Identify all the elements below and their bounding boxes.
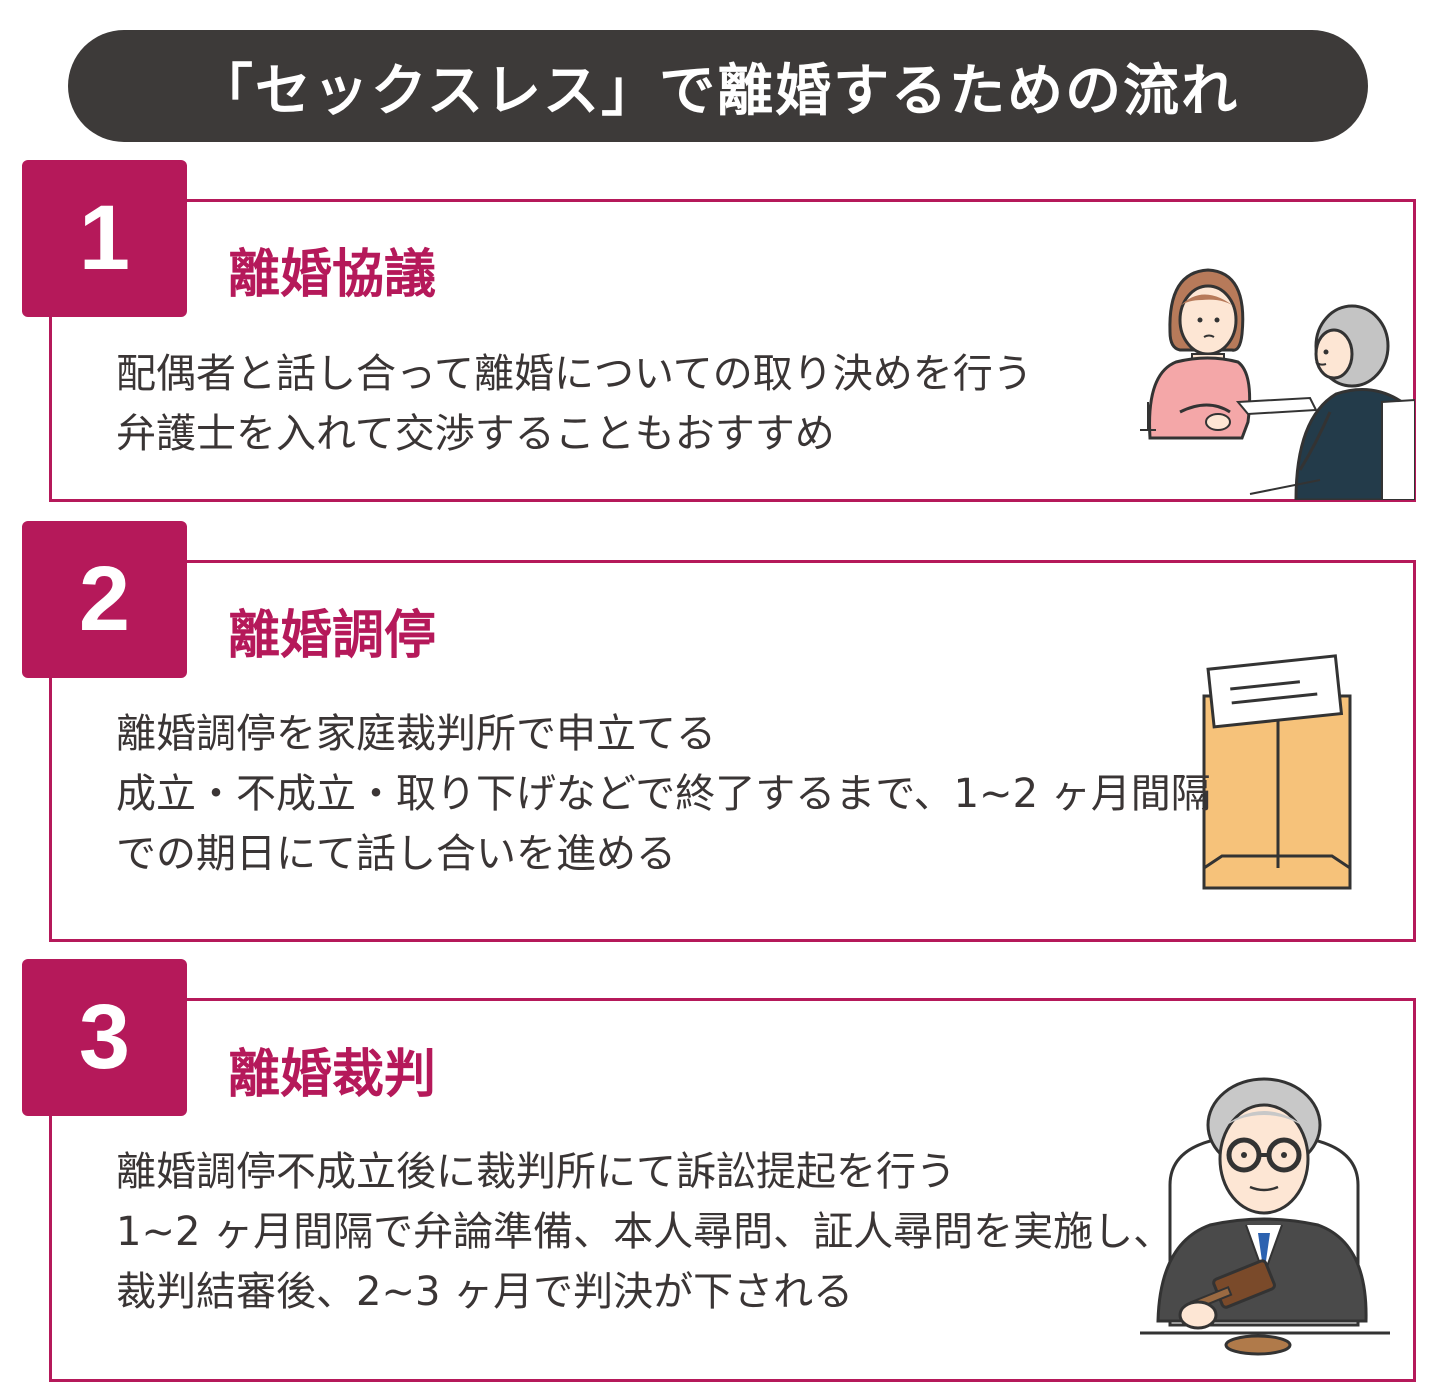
step-3-number-badge: 3 [22,959,187,1116]
step-2-line-2: 成立・不成立・取り下げなどで終了するまで、1~2 ヶ月間隔 [116,771,1211,817]
step-2-description: 離婚調停を家庭裁判所で申立てる 成立・不成立・取り下げなどで終了するまで、1~2… [116,704,1211,884]
step-2-number: 2 [78,548,131,650]
flow-title: 「セックスレス」で離婚するための流れ [196,58,1240,124]
step-1-number-badge: 1 [22,160,187,317]
step-2-heading: 離婚調停 [228,606,437,666]
step-3-line-1: 離婚調停不成立後に裁判所にて訴訟提起を行う [116,1149,956,1195]
step-1-heading: 離婚協議 [228,245,437,305]
judge-gavel-illustration [1140,1077,1390,1356]
step-3-line-2: 1~2 ヶ月間隔で弁論準備、本人尋問、証人尋問を実施し、 [116,1209,1174,1255]
envelope-document-illustration [1202,654,1352,890]
step-2-box [49,560,1416,942]
step-3-number: 3 [78,986,131,1088]
step-1-line-2: 弁護士を入れて交渉することもおすすめ [116,411,835,457]
step-1-line-1: 配偶者と話し合って離婚についての取り決めを行う [116,351,1033,397]
step-3-description: 離婚調停不成立後に裁判所にて訴訟提起を行う 1~2 ヶ月間隔で弁論準備、本人尋問… [116,1142,1173,1322]
step-1-number: 1 [78,187,131,289]
step-2-line-3: での期日にて話し合いを進める [116,831,676,877]
step-1-description: 配偶者と話し合って離婚についての取り決めを行う 弁護士を入れて交渉することもおす… [116,344,1033,464]
couple-discussion-illustration [1140,268,1415,500]
step-2-number-badge: 2 [22,521,187,678]
step-2-line-1: 離婚調停を家庭裁判所で申立てる [116,711,716,757]
step-3-heading: 離婚裁判 [228,1045,437,1105]
flow-title-banner: 「セックスレス」で離婚するための流れ [68,30,1368,142]
step-3-line-3: 裁判結審後、2~3 ヶ月で判決が下される [116,1269,854,1315]
